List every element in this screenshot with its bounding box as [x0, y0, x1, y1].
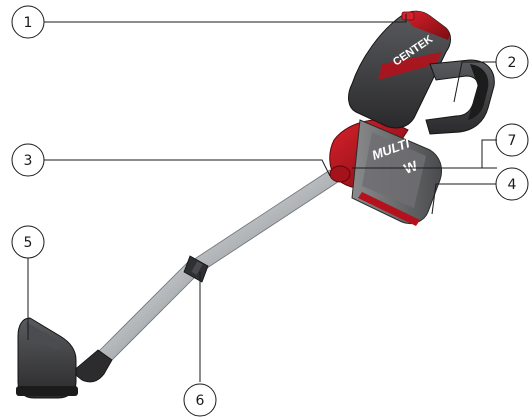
leader-line-2 [453, 61, 497, 103]
handle-grip [468, 64, 489, 120]
callout-circle [11, 5, 45, 39]
callout-number: 2 [508, 55, 517, 71]
callout-3: 3 [11, 143, 45, 177]
tube-lower [97, 261, 203, 361]
tube-latch [191, 261, 203, 275]
callout-number: 1 [24, 15, 33, 31]
callout-4: 4 [495, 167, 529, 201]
leader-lines [27, 14, 497, 382]
motor-red-stripe [378, 52, 442, 80]
floor-brush-base [16, 386, 78, 396]
dust-bin-window [362, 132, 426, 208]
callout-number: 7 [508, 133, 517, 149]
callout-number: 3 [24, 153, 33, 169]
leader-line-7-riser [481, 139, 497, 168]
cyclone-inlet [329, 165, 351, 183]
callout-circle [495, 45, 529, 79]
power-button [401, 11, 415, 21]
callout-6: 6 [183, 383, 217, 417]
callout-circle [11, 143, 45, 177]
callout-circle [495, 167, 529, 201]
callout-circle [183, 383, 217, 417]
callout-number: 4 [508, 177, 517, 193]
motor-red-cap [404, 11, 450, 40]
callout-2: 2 [495, 45, 529, 79]
callout-circle [11, 225, 45, 259]
floor-brush-top [26, 322, 60, 350]
callout-number: 6 [196, 393, 205, 409]
callout-5: 5 [11, 225, 45, 259]
dust-bin-lower-trim [358, 192, 420, 226]
leader-line-3 [43, 159, 331, 177]
vacuum-illustration: CENTEK MULTI W [16, 10, 495, 399]
leader-line-1 [43, 14, 407, 23]
leader-line-4 [431, 183, 497, 215]
tube-upper [189, 169, 345, 271]
body-text-w: W [402, 157, 421, 177]
callout-7: 7 [495, 123, 529, 157]
callout-number: 5 [24, 235, 33, 251]
callout-1: 1 [11, 5, 45, 39]
floor-brush-neck [71, 349, 113, 383]
